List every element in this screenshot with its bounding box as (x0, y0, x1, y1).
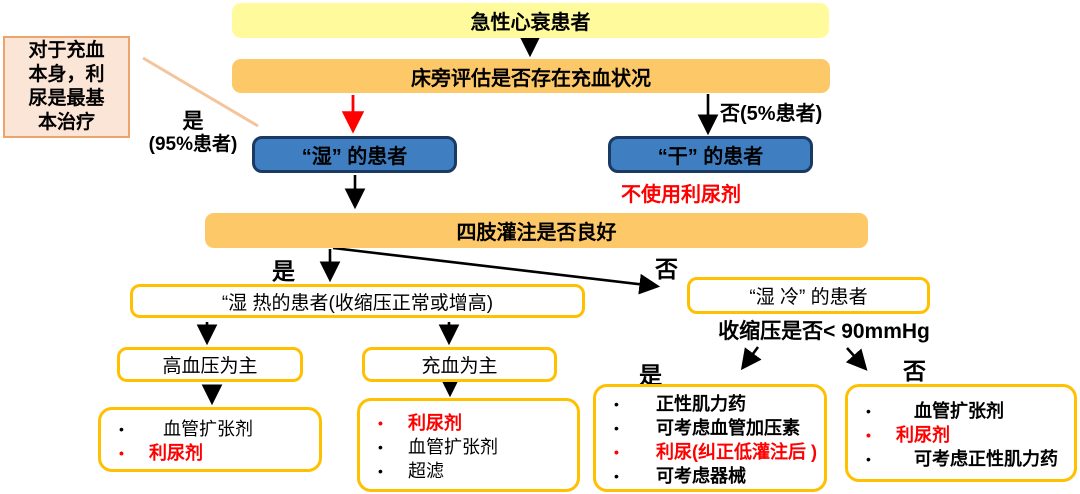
sbp-yes-arrow (740, 346, 762, 371)
list-item: • 可考虑正性肌力药 (862, 447, 1066, 471)
bullet-icon: • (614, 467, 619, 484)
treatment-list-normalbp: • 血管扩张剂 • 利尿剂 • 可考虑正性肌力药 (845, 384, 1077, 482)
bullet-icon: • (378, 438, 383, 455)
assess-congestion-bar: 床旁评估是否存在充血状况 (232, 59, 830, 93)
bullet-icon: • (866, 450, 871, 467)
congestion-box: 充血为主 (362, 347, 557, 382)
bullet-icon: • (119, 445, 124, 461)
list-item: • 利尿剂 (862, 423, 1066, 447)
diuresis-note-box: 对于充血 本身，利 尿是最基 本治疗 (3, 36, 130, 138)
title-box: 急性心衰患者 (232, 3, 829, 38)
bullet-icon: • (614, 419, 619, 436)
sbp-no-arrow (845, 347, 868, 371)
list-item: • 利尿(纠正低灌注后 ) (610, 440, 817, 464)
assess-congestion-text: 床旁评估是否存在充血状况 (411, 67, 651, 90)
bullet-icon: • (866, 402, 871, 419)
title-text: 急性心衰患者 (470, 12, 591, 34)
branch-yes-label: 是 (95%患者) (148, 110, 238, 155)
sbp-no-label: 否 (903, 358, 926, 384)
list-item: • 血管扩张剂 (374, 435, 569, 459)
hypertension-box: 高血压为主 (117, 347, 303, 382)
branch-no-label: 否(5%患者) (720, 103, 823, 125)
perfusion-bar: 四肢灌注是否良好 (205, 213, 868, 248)
list-item: • 可考虑血管加压素 (610, 416, 816, 440)
note-line: 对于充血 (28, 40, 105, 61)
note-line: 本治疗 (37, 112, 95, 133)
wet-patient-box: “湿” 的患者 (252, 136, 457, 173)
bullet-icon: • (378, 414, 383, 431)
bullet-icon: • (614, 395, 619, 412)
list-item: • 利尿剂 (374, 411, 569, 435)
treatment-list-lowbp: • 正性肌力药 • 可考虑血管加压素 • 利尿(纠正低灌注后 ) • 可考虑器械 (593, 384, 827, 492)
perfusion-no-label: 否 (655, 256, 678, 282)
note-line: 本身，利 (28, 64, 105, 85)
list-item: • 正性肌力药 (610, 392, 816, 416)
perfusion-no-arrow (332, 246, 661, 295)
bullet-icon: • (119, 421, 124, 437)
treatment-list-congestion: • 利尿剂 • 血管扩张剂 • 超滤 (357, 398, 580, 492)
perfusion-yes-label: 是 (272, 258, 295, 284)
bullet-icon: • (866, 426, 871, 443)
note-line: 尿是最基 (28, 88, 105, 109)
dry-patient-box: “干” 的患者 (608, 136, 813, 173)
wet-warm-box: “湿 热的患者(收缩压正常或增高) (130, 284, 585, 318)
bullet-icon: • (614, 443, 619, 460)
list-item: • 超滤 (374, 459, 569, 483)
list-item: • 血管扩张剂 (115, 417, 311, 441)
no-diuretic-note: 不使用利尿剂 (621, 184, 741, 206)
bullet-icon: • (378, 462, 383, 479)
list-item: • 可考虑器械 (610, 464, 816, 488)
list-item: • 血管扩张剂 (862, 399, 1066, 423)
list-item: • 利尿剂 (115, 441, 311, 465)
sbp-yes-label: 是 (639, 362, 662, 388)
treatment-list-hypertension: • 血管扩张剂 • 利尿剂 (98, 407, 322, 472)
sbp-question: 收缩压是否< 90mmHg (718, 320, 930, 343)
wet-cold-box: “湿 冷” 的患者 (687, 277, 930, 314)
